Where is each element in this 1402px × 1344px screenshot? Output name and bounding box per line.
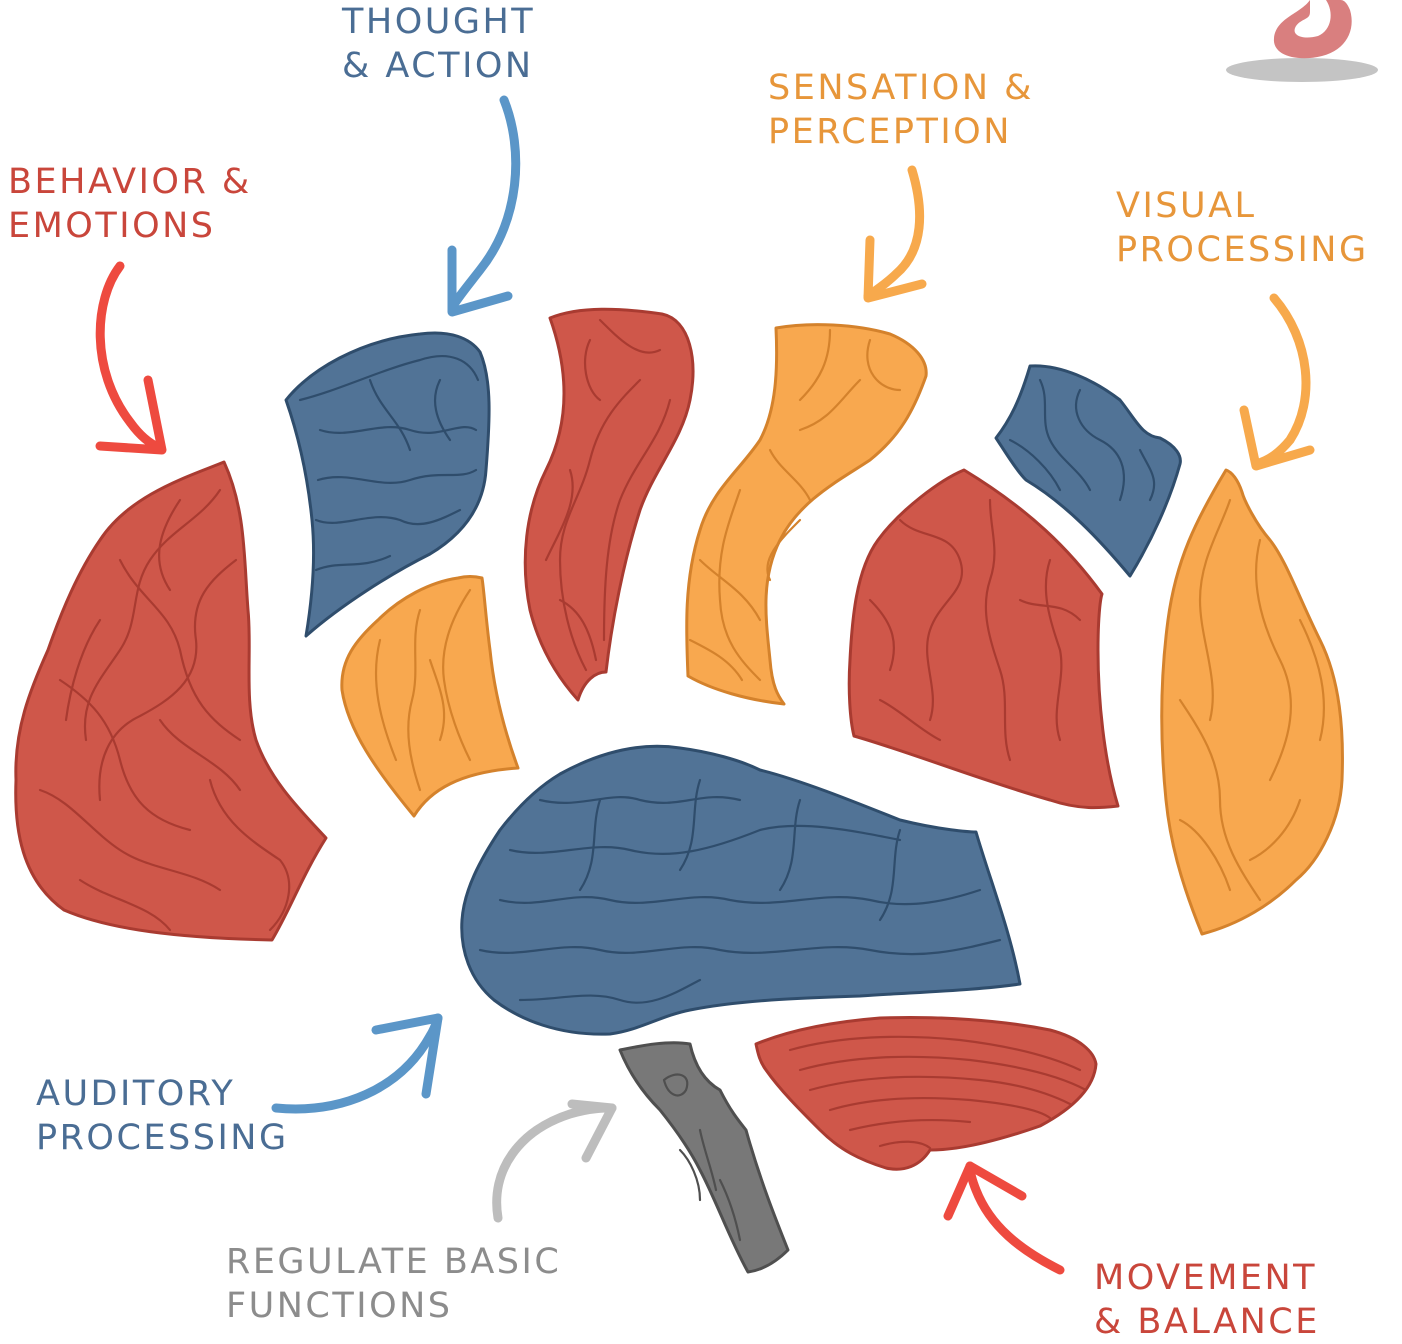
frontal-lobe [16,462,326,940]
label-thought-action-line2: & ACTION [342,44,535,88]
label-regulate-line1: REGULATE BASIC [226,1240,561,1284]
label-regulate-basic: REGULATE BASIC FUNCTIONS [226,1240,561,1328]
label-sensation-line2: PERCEPTION [768,110,1034,154]
arrow-visual [1244,298,1310,466]
motor-strip [525,309,693,700]
label-auditory-line1: AUDITORY [36,1072,289,1116]
label-behavior-emotions: BEHAVIOR & EMOTIONS [8,160,252,248]
logo-swirl [1274,0,1352,58]
cerebellum [756,1018,1096,1170]
label-thought-action-line1: THOUGHT [342,0,535,44]
label-sensation-perception: SENSATION & PERCEPTION [768,66,1034,154]
arrow-movement [948,1166,1060,1270]
label-visual-line1: VISUAL [1116,184,1369,228]
arrow-sensation [868,170,922,298]
arrow-behavior [100,266,162,450]
arrow-regulate [497,1104,612,1218]
insular-lobe [342,577,518,817]
logo-shadow [1226,58,1378,82]
label-regulate-line2: FUNCTIONS [226,1284,561,1328]
temporal-lobe [462,746,1020,1034]
label-behavior-line2: EMOTIONS [8,204,252,248]
label-auditory-line2: PROCESSING [36,1116,289,1160]
label-visual-processing: VISUAL PROCESSING [1116,184,1369,272]
label-visual-line2: PROCESSING [1116,228,1369,272]
arrow-auditory [276,1018,438,1109]
label-movement-line1: MOVEMENT [1094,1256,1320,1300]
logo-mark [1226,0,1378,82]
brainstem [620,1043,788,1272]
label-movement-line2: & BALANCE [1094,1300,1320,1344]
label-thought-action: THOUGHT & ACTION [342,0,535,88]
label-auditory-processing: AUDITORY PROCESSING [36,1072,289,1160]
occipital-lobe [1162,470,1343,934]
label-sensation-line1: SENSATION & [768,66,1034,110]
label-movement-balance: MOVEMENT & BALANCE [1094,1256,1320,1344]
arrow-thought [452,100,516,312]
label-behavior-line1: BEHAVIOR & [8,160,252,204]
